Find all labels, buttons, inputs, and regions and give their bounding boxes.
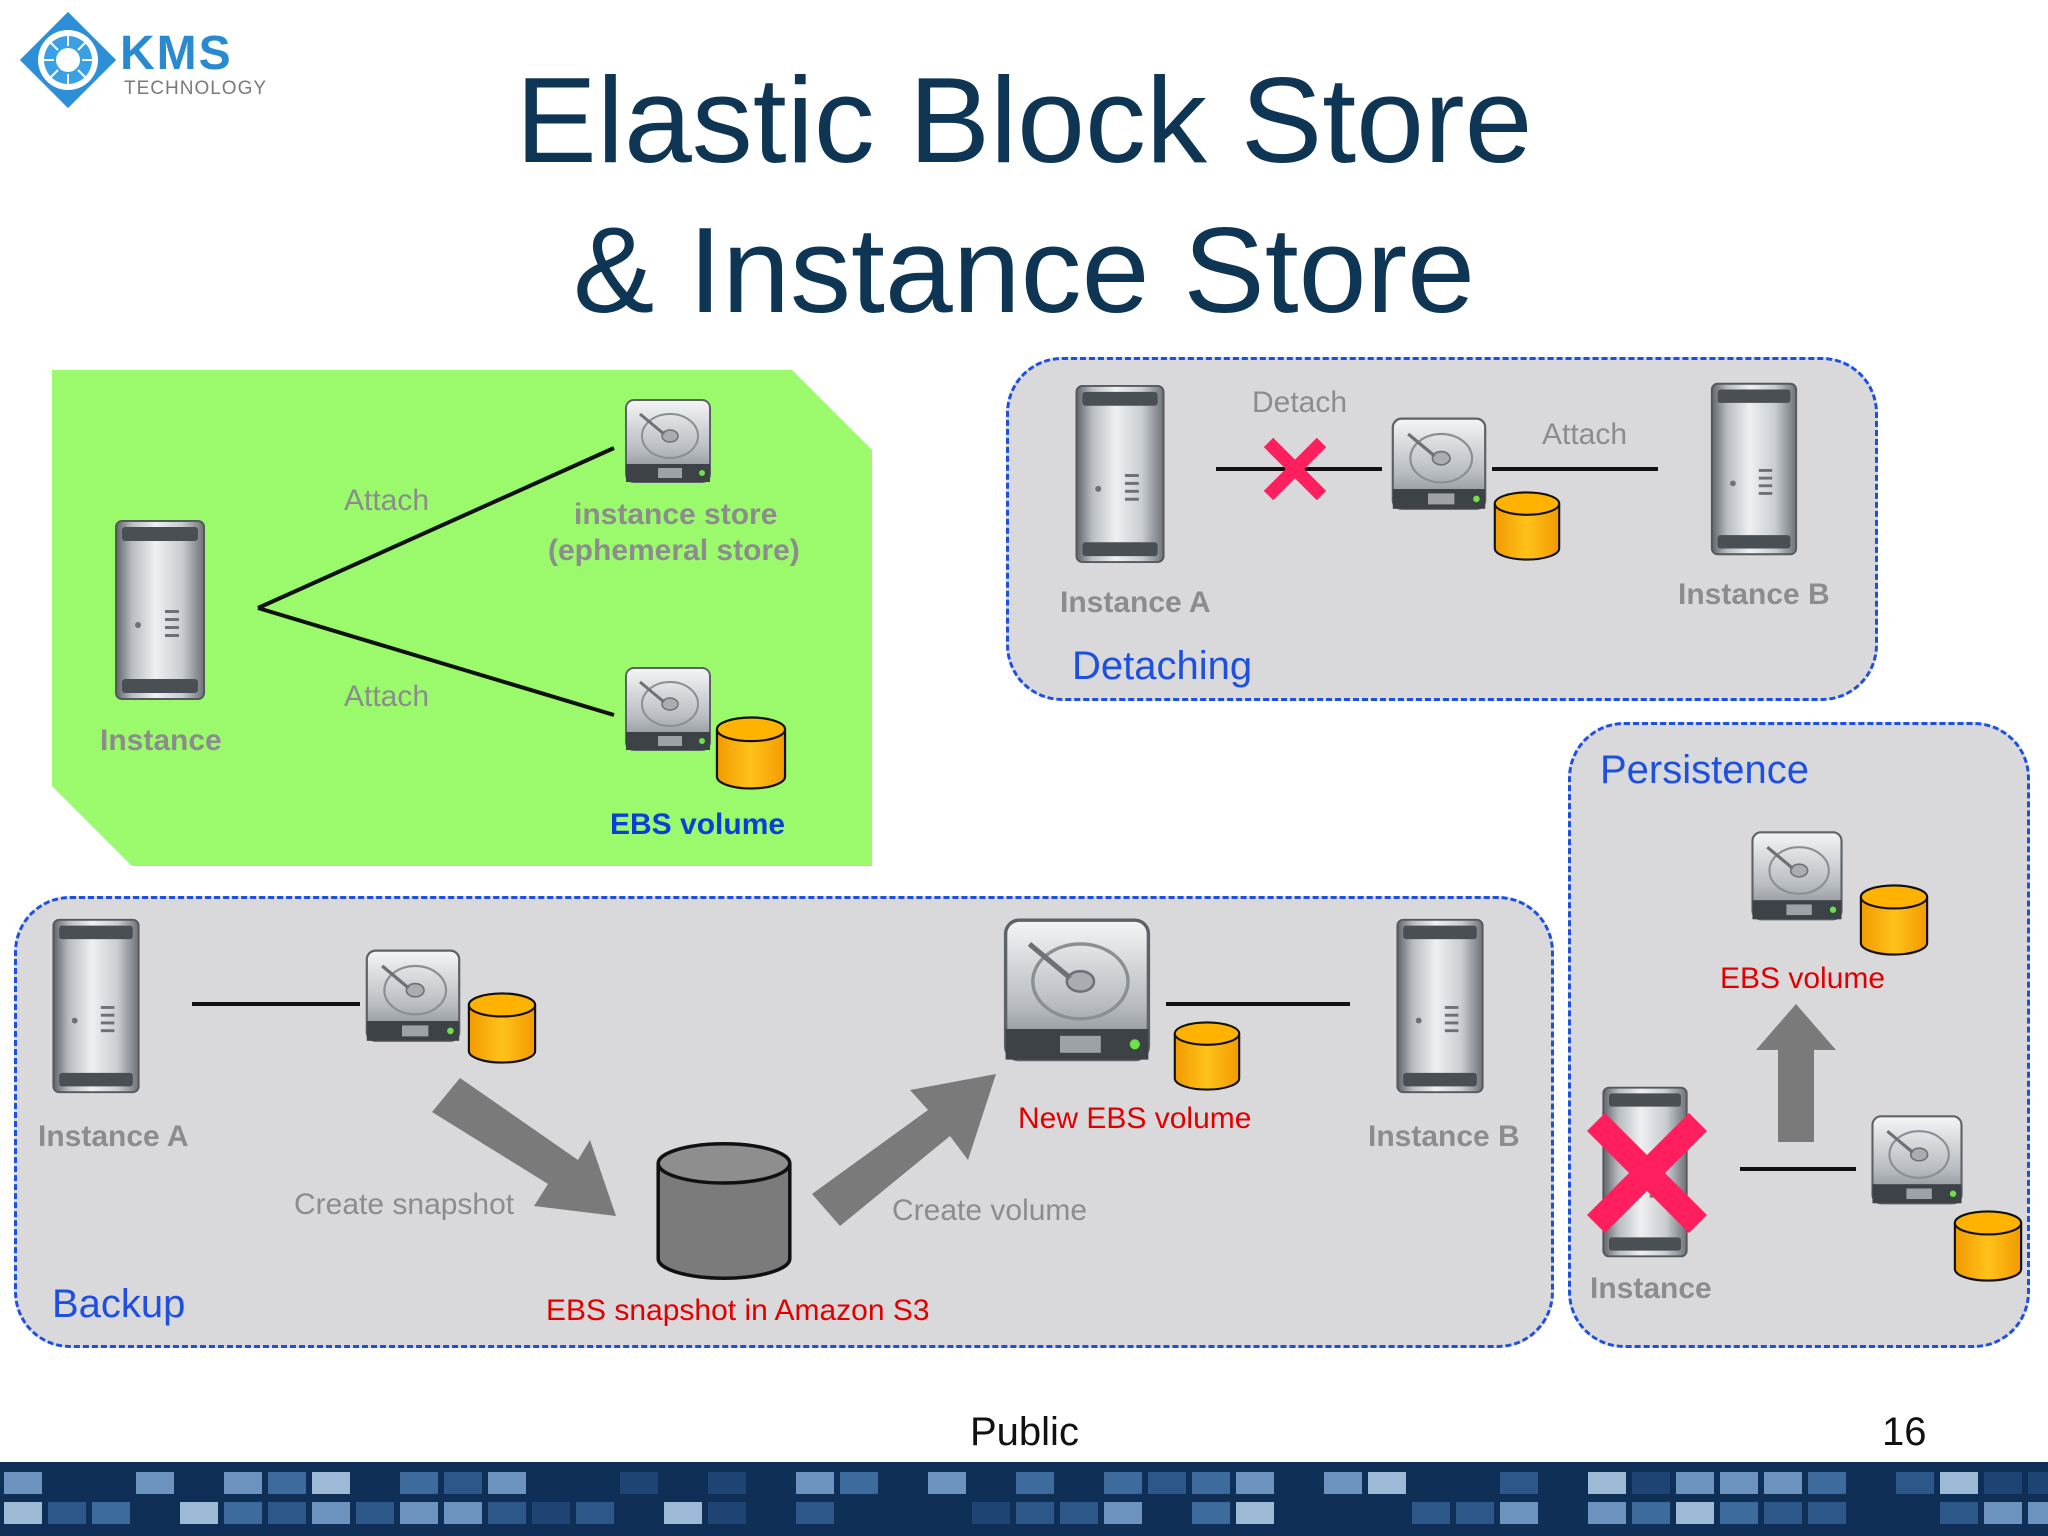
footer-pattern-bar	[0, 1462, 2048, 1536]
backup-new-volume: New EBS volume	[1018, 1102, 1252, 1135]
ebs-volume-icon	[1952, 1208, 2024, 1284]
hard-drive-icon	[1744, 826, 1850, 932]
hard-drive-icon	[1864, 1110, 1970, 1216]
backup-title: Backup	[52, 1282, 186, 1326]
hard-drive-icon	[618, 394, 718, 494]
instance-store-label-line2: (ephemeral store)	[548, 534, 800, 567]
logo-name: KMS	[120, 27, 233, 80]
detaching-instance-a: Instance A	[1060, 586, 1211, 619]
backup-snapshot-label: EBS snapshot in Amazon S3	[546, 1294, 930, 1327]
detaching-title: Detaching	[1072, 644, 1253, 688]
server-icon	[104, 515, 216, 705]
detaching-detach-label: Detach	[1252, 386, 1348, 419]
up-arrow-icon	[1756, 1004, 1836, 1142]
persistence-instance-label: Instance	[1590, 1272, 1712, 1305]
cross-icon	[1256, 430, 1334, 508]
backup-create-volume: Create volume	[892, 1194, 1088, 1227]
ebs-volume-icon	[1858, 882, 1930, 958]
up-right-arrow-icon	[812, 1074, 996, 1226]
server-icon	[1064, 380, 1176, 568]
slide-title-line2: & Instance Store	[573, 202, 1475, 338]
backup-panel	[14, 896, 1554, 1348]
hard-drive-icon	[618, 662, 718, 762]
ebs-volume-icon	[1492, 490, 1562, 562]
persistence-title: Persistence	[1600, 748, 1809, 792]
cross-icon	[1572, 1098, 1722, 1248]
backup-connectors	[192, 1002, 1350, 1006]
overview-attach-bottom: Attach	[344, 680, 430, 713]
ebs-volume-icon	[1172, 1020, 1242, 1092]
s3-snapshot-icon	[654, 1138, 794, 1284]
server-icon	[1384, 914, 1496, 1098]
overview-ebs-label: EBS volume	[610, 808, 786, 841]
down-right-arrow-icon	[432, 1078, 616, 1216]
server-icon	[40, 914, 152, 1098]
persistence-connector	[1740, 1167, 1856, 1171]
detaching-attach-label: Attach	[1542, 418, 1628, 451]
overview-attach-top: Attach	[344, 484, 430, 517]
instance-store-label-line1: instance store	[574, 498, 778, 531]
overview-connectors	[257, 446, 615, 717]
overview-instance-label: Instance	[100, 724, 222, 757]
backup-create-snapshot: Create snapshot	[294, 1188, 515, 1221]
hard-drive-icon	[992, 910, 1162, 1080]
detaching-instance-b: Instance B	[1678, 578, 1830, 611]
footer-classification: Public	[970, 1410, 1079, 1454]
backup-instance-a: Instance A	[38, 1120, 189, 1153]
ebs-volume-icon	[466, 990, 538, 1066]
persistence-ebs-label: EBS volume	[1720, 962, 1886, 995]
kms-sun-icon	[20, 12, 116, 108]
hard-drive-icon	[1384, 412, 1494, 522]
slide-title-line1: Elastic Block Store	[515, 52, 1533, 188]
logo-tagline: TECHNOLOGY	[124, 78, 268, 99]
ebs-volume-icon	[714, 714, 788, 792]
hard-drive-icon	[358, 944, 468, 1054]
page-number: 16	[1882, 1410, 1927, 1454]
kms-logo: KMS TECHNOLOGY	[20, 12, 280, 112]
server-icon	[1698, 378, 1810, 560]
backup-instance-b: Instance B	[1368, 1120, 1520, 1153]
